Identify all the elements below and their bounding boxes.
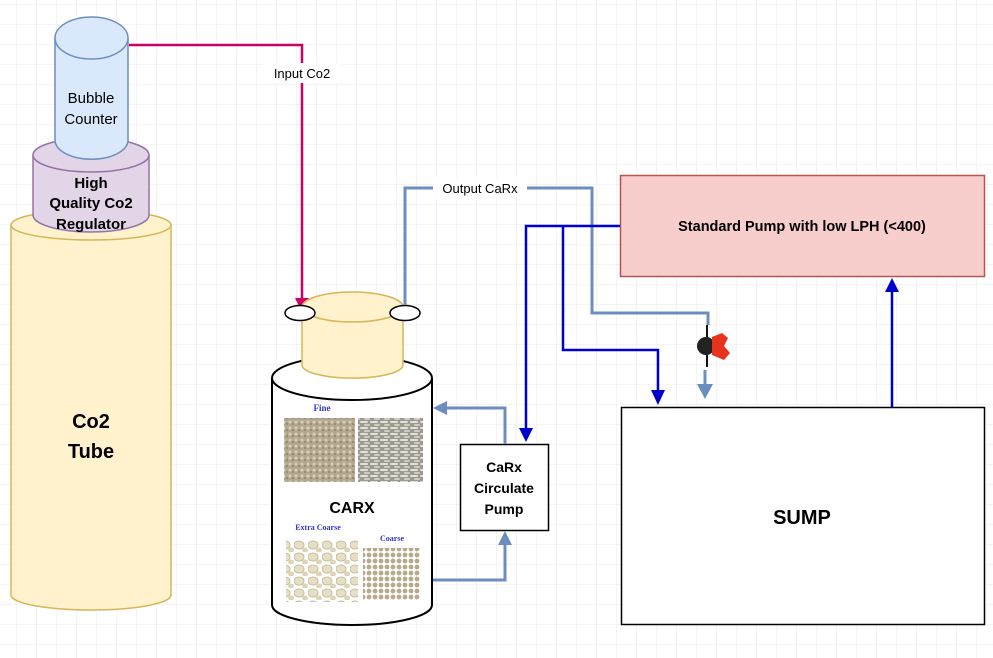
valve-icon[interactable]	[697, 325, 730, 367]
carx-reactor[interactable]: Fine CARX Extra Coarse Coarse	[271, 291, 433, 626]
circulate-pump-label: Circulate	[474, 480, 534, 496]
fine-label: Fine	[314, 403, 331, 413]
fine-media-image	[358, 418, 423, 482]
pump-to-sump-connector[interactable]	[561, 226, 665, 405]
circulate-return-connector[interactable]	[433, 401, 507, 444]
sump[interactable]: SUMP	[620, 406, 986, 626]
bubble-counter-label: Counter	[64, 111, 117, 128]
carx-circulate-pump[interactable]: CaRx Circulate Pump	[459, 443, 550, 532]
pump-to-circulate-connector[interactable]	[519, 224, 620, 442]
circulate-intake-connector[interactable]	[433, 531, 512, 582]
valve-outflow-arrow	[697, 370, 713, 399]
extra-coarse-media-image	[286, 540, 358, 602]
bubble-counter[interactable]: Bubble Counter	[54, 16, 129, 160]
co2-tube[interactable]: Co2 Tube	[10, 209, 172, 611]
sump-label: SUMP	[773, 507, 831, 529]
output-carx-connector[interactable]: Output CaRx	[403, 179, 710, 325]
outlet-port	[389, 304, 421, 322]
input-co2-connector[interactable]: Input Co2	[129, 43, 342, 312]
circulate-pump-label: CaRx	[486, 459, 522, 475]
fine-media-image	[284, 418, 355, 482]
standard-pump[interactable]: Standard Pump with low LPH (<400)	[619, 174, 986, 278]
bubble-counter-label: Bubble	[68, 90, 115, 107]
coarse-media-image	[363, 548, 420, 600]
input-co2-label: Input Co2	[274, 66, 330, 81]
carx-label: CARX	[329, 500, 375, 517]
circulate-pump-label: Pump	[485, 501, 524, 517]
standard-pump-label: Standard Pump with low LPH (<400)	[678, 219, 926, 235]
regulator-label: High	[74, 175, 107, 192]
regulator-label: Regulator	[56, 216, 126, 233]
inlet-port	[284, 304, 316, 322]
co2-tube-label: Co2	[72, 411, 110, 433]
sump-to-pump-connector[interactable]	[885, 278, 899, 407]
regulator-label: Quality Co2	[49, 195, 132, 212]
output-carx-label: Output CaRx	[442, 181, 518, 196]
coarse-label: Coarse	[380, 534, 404, 543]
co2-tube-label: Tube	[68, 441, 114, 463]
extra-coarse-label: Extra Coarse	[295, 523, 341, 532]
